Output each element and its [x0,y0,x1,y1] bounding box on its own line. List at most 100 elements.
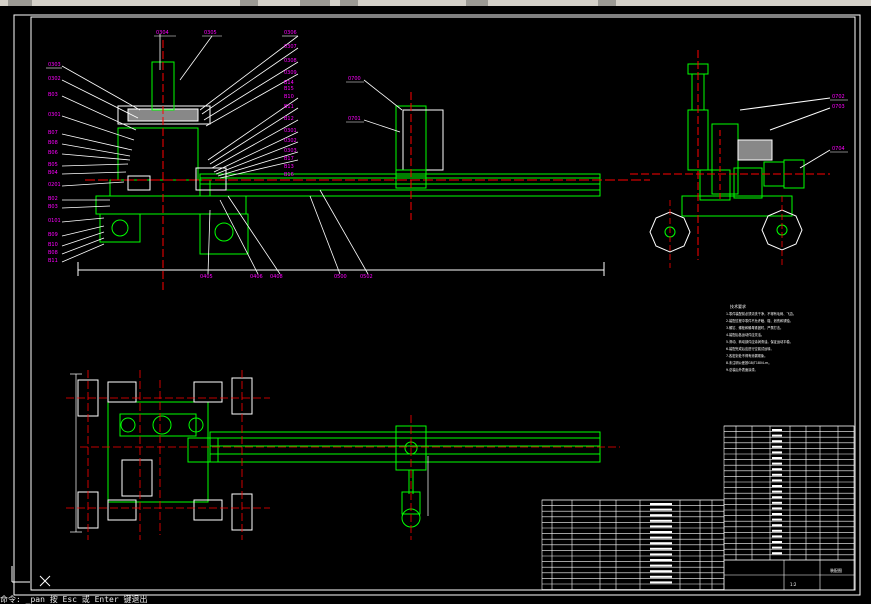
svg-text:2.装配过程中零件不允许磕、碰、划伤和锈蚀。: 2.装配过程中零件不允许磕、碰、划伤和锈蚀。 [726,318,793,323]
svg-text:7.各密封处不得有渗漏现象。: 7.各密封处不得有渗漏现象。 [726,353,767,358]
bom-text-mark [650,508,672,511]
svg-text:B03: B03 [48,204,58,210]
side-wheels [649,97,831,253]
svg-text:B13: B13 [284,164,294,170]
svg-text:0101: 0101 [48,218,61,224]
title-block-name: 装配图 [830,567,842,573]
svg-text:B08: B08 [48,140,58,146]
svg-text:B10: B10 [48,242,58,248]
bom-text-mark [650,553,672,556]
bom-text-mark [772,468,782,471]
bom-text-mark [772,473,782,476]
bom-text-mark [772,434,782,437]
svg-text:0308: 0308 [284,58,297,64]
bom-text-mark [650,536,672,539]
svg-text:B09: B09 [48,232,58,238]
svg-text:B17: B17 [284,156,294,162]
svg-text:0701: 0701 [348,116,361,122]
svg-text:0500: 0500 [334,274,347,280]
svg-text:0309: 0309 [284,70,297,76]
svg-text:9.总装后外表面涂漆。: 9.总装后外表面涂漆。 [726,367,758,372]
svg-text:B14: B14 [284,80,294,86]
bom-text-mark [772,518,782,521]
bom-text-mark [650,570,672,573]
bom-text-mark [772,451,782,454]
svg-text:0406: 0406 [250,274,263,280]
svg-text:3.螺钉、螺栓和螺母紧固时，严禁打击。: 3.螺钉、螺栓和螺母紧固时，严禁打击。 [726,325,783,330]
bom-text-mark [650,559,672,561]
svg-text:0201: 0201 [48,182,61,188]
svg-text:B11: B11 [48,258,58,264]
drawing-frame-outer [13,14,861,596]
svg-text:B16: B16 [284,172,294,178]
svg-text:0301: 0301 [48,112,61,118]
svg-text:B07: B07 [48,130,58,136]
bom-text-mark [772,440,782,443]
svg-text:0304: 0304 [156,30,169,36]
svg-text:0704: 0704 [832,146,845,152]
toolbar-button[interactable] [240,0,258,6]
bom-text-mark [772,490,782,493]
svg-text:0307: 0307 [284,44,297,50]
bom-text-mark [650,519,672,522]
toolbar-button[interactable] [466,0,488,6]
toolbar-button[interactable] [8,0,32,6]
toolbar-button[interactable] [340,0,358,6]
bom-text-mark [772,529,782,532]
bom-text-mark [650,581,672,584]
svg-text:0302: 0302 [48,76,61,82]
svg-text:B03: B03 [48,92,58,98]
svg-text:0305: 0305 [204,30,217,36]
bom-text-mark [772,507,782,510]
svg-text:0306: 0306 [284,30,297,36]
svg-text:B08: B08 [48,250,58,256]
svg-text:0700: 0700 [348,76,361,82]
svg-text:6.装配完成后应进行空载试运转。: 6.装配完成后应进行空载试运转。 [726,346,774,351]
bom-text-mark [772,496,782,499]
cad-canvas[interactable]: 0304 0305 0306 0307 0308 0309 B10 B11 B1… [0,6,871,604]
bom-text-mark [772,457,782,459]
bom-text-mark [650,531,672,533]
svg-text:4.装配后各运动件应灵活。: 4.装配后各运动件应灵活。 [726,332,764,337]
command-line[interactable]: 命令: _pan 按 Esc 或 Enter 键退出 [0,595,148,604]
drawing-frame-inner [30,16,856,591]
side-centerlines [669,196,783,268]
bom-text-mark [772,546,782,549]
toolbar-button[interactable] [300,0,330,6]
svg-text:B12: B12 [284,116,294,122]
svg-text:技术要求: 技术要求 [730,303,746,309]
bom-text-mark [772,501,782,504]
toolbar [0,0,871,6]
bom-text-mark [650,547,672,550]
svg-text:B11: B11 [284,104,294,110]
svg-text:0703: 0703 [832,104,845,110]
title-block [723,559,855,591]
bom-text-mark [772,535,782,538]
svg-text:0303: 0303 [284,148,297,154]
top-view-centerlines [66,370,620,540]
bom-text-mark [650,575,672,578]
side-view [630,50,830,260]
svg-text:0301: 0301 [284,128,297,134]
svg-text:0702: 0702 [832,94,845,100]
svg-text:B10: B10 [284,94,294,100]
svg-text:B02: B02 [48,196,58,202]
svg-text:0303: 0303 [48,62,61,68]
bom-text-mark [650,525,672,528]
bom-text-mark [772,524,782,527]
bom-text-mark [650,503,672,505]
ucs-icon [11,566,51,587]
bom-text-mark [772,485,782,487]
toolbar-button[interactable] [598,0,616,6]
bom-text-mark [650,542,672,545]
svg-text:B05: B05 [48,162,58,168]
bom-text-mark [772,513,782,515]
bom-text-mark [772,462,782,465]
bom-text-mark [772,479,782,482]
top-view [107,401,601,528]
svg-text:0502: 0502 [360,274,373,280]
svg-text:1.零件装配前必须清洗干净，不得有毛刺、飞边。: 1.零件装配前必须清洗干净，不得有毛刺、飞边。 [726,311,796,316]
svg-text:B06: B06 [48,150,58,156]
svg-text:B15: B15 [284,86,294,92]
label-underlines [46,35,848,153]
